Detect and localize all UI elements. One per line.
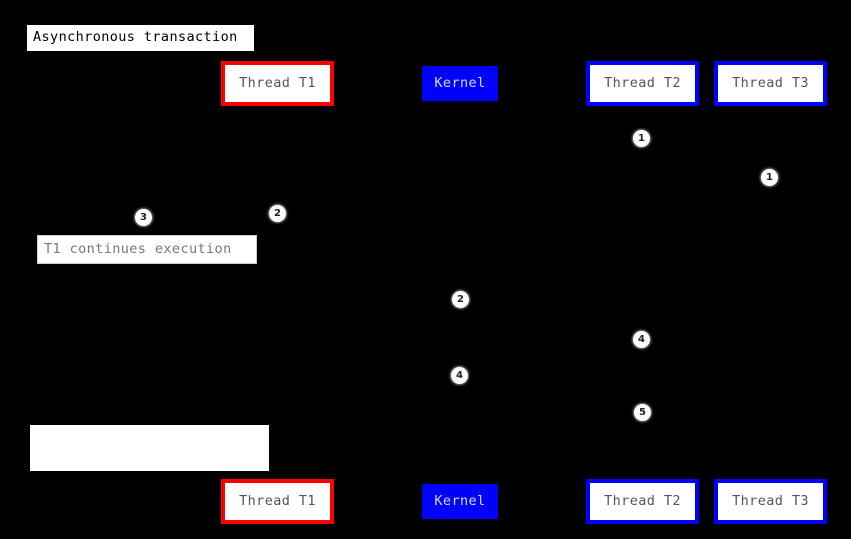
participant-kernelb[interactable]: Kernel xyxy=(422,484,498,519)
lifeline-t2 xyxy=(642,106,643,479)
step-marker-5: 5 xyxy=(634,404,651,421)
step-marker-1: 1 xyxy=(633,130,650,147)
participant-label: Kernel xyxy=(434,74,486,91)
participant-t3b[interactable]: Thread T3 xyxy=(714,479,827,524)
participant-label: Thread T3 xyxy=(732,492,809,509)
participant-kernel[interactable]: Kernel xyxy=(422,66,498,101)
note-t1-continues-execution: T1 continues execution xyxy=(37,235,257,264)
participant-t1[interactable]: Thread T1 xyxy=(221,61,334,106)
step-marker-1: 1 xyxy=(761,169,778,186)
lifeline-t1 xyxy=(277,106,278,479)
step-marker-4: 4 xyxy=(451,367,468,384)
lifeline-t3 xyxy=(769,106,770,479)
diagram-title-text: Asynchronous transaction xyxy=(33,29,238,46)
step-marker-3: 3 xyxy=(135,209,152,226)
participant-label: Thread T2 xyxy=(604,74,681,91)
step-marker-2: 2 xyxy=(269,205,286,222)
step-marker-2: 2 xyxy=(452,291,469,308)
note-text: T1 continues execution xyxy=(44,240,232,257)
step-marker-4: 4 xyxy=(633,331,650,348)
participant-label: Thread T3 xyxy=(732,74,809,91)
participant-t2[interactable]: Thread T2 xyxy=(586,61,699,106)
blank-white-panel xyxy=(30,425,269,471)
participant-t2b[interactable]: Thread T2 xyxy=(586,479,699,524)
participant-label: Kernel xyxy=(434,492,486,509)
participant-label: Thread T1 xyxy=(239,492,316,509)
participant-t3[interactable]: Thread T3 xyxy=(714,61,827,106)
participant-t1b[interactable]: Thread T1 xyxy=(221,479,334,524)
diagram-title-box: Asynchronous transaction xyxy=(26,24,255,52)
participant-label: Thread T1 xyxy=(239,74,316,91)
participant-label: Thread T2 xyxy=(604,492,681,509)
